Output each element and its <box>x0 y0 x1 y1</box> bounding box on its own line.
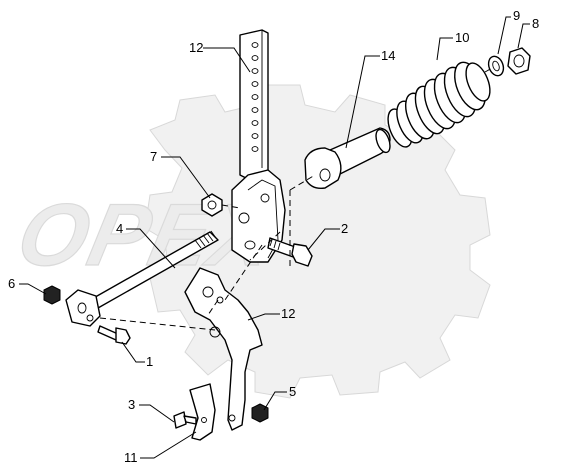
part-4-rod <box>65 230 219 327</box>
part-14-spring-guide <box>304 127 391 190</box>
part-6-nut <box>43 285 61 305</box>
holder-bracket-hole-right <box>260 193 270 203</box>
guide-head <box>304 147 342 190</box>
rod-eye-plate <box>65 289 101 327</box>
callout-14: 14 <box>381 48 395 63</box>
assembly-lines <box>99 67 493 331</box>
callout-5: 5 <box>289 384 296 399</box>
guide-shaft-end <box>375 128 391 154</box>
part-1-bolt <box>97 325 131 345</box>
part-5-nut <box>251 403 269 423</box>
callout-7: 7 <box>150 149 157 164</box>
callout-12: 12 <box>281 306 295 321</box>
callout-10: 10 <box>455 30 469 45</box>
callout-6: 6 <box>8 276 15 291</box>
holder-bar-holes <box>251 42 259 152</box>
part-10-spring <box>387 61 491 148</box>
holder-bar-body <box>239 29 269 179</box>
callout-11: 11 <box>124 450 138 465</box>
callout-8: 8 <box>532 16 539 31</box>
part-11-blade <box>189 383 216 441</box>
part-3-bolt <box>173 411 197 429</box>
callout-2: 2 <box>341 221 348 236</box>
callout-labels: 12 14 10 9 8 7 4 2 6 1 12 5 3 11 <box>8 8 539 465</box>
callout-9: 9 <box>513 8 520 23</box>
callout-1: 1 <box>146 354 153 369</box>
callout-13: 12 <box>189 40 203 55</box>
callout-3: 3 <box>128 397 135 412</box>
callout-4: 4 <box>116 221 123 236</box>
guide-head-hole <box>319 168 331 182</box>
part-13-tine-holder <box>231 29 286 263</box>
holder-bracket-hole-bottom <box>244 240 256 250</box>
part-9-washer <box>487 55 505 77</box>
part-7-nut <box>201 193 223 217</box>
tine-body <box>184 267 263 431</box>
guide-shaft <box>329 127 391 176</box>
part-12-tine <box>184 267 263 431</box>
leader-lines <box>19 16 530 459</box>
holder-bracket-hole-top <box>238 212 250 224</box>
part-8-nut <box>507 47 531 75</box>
